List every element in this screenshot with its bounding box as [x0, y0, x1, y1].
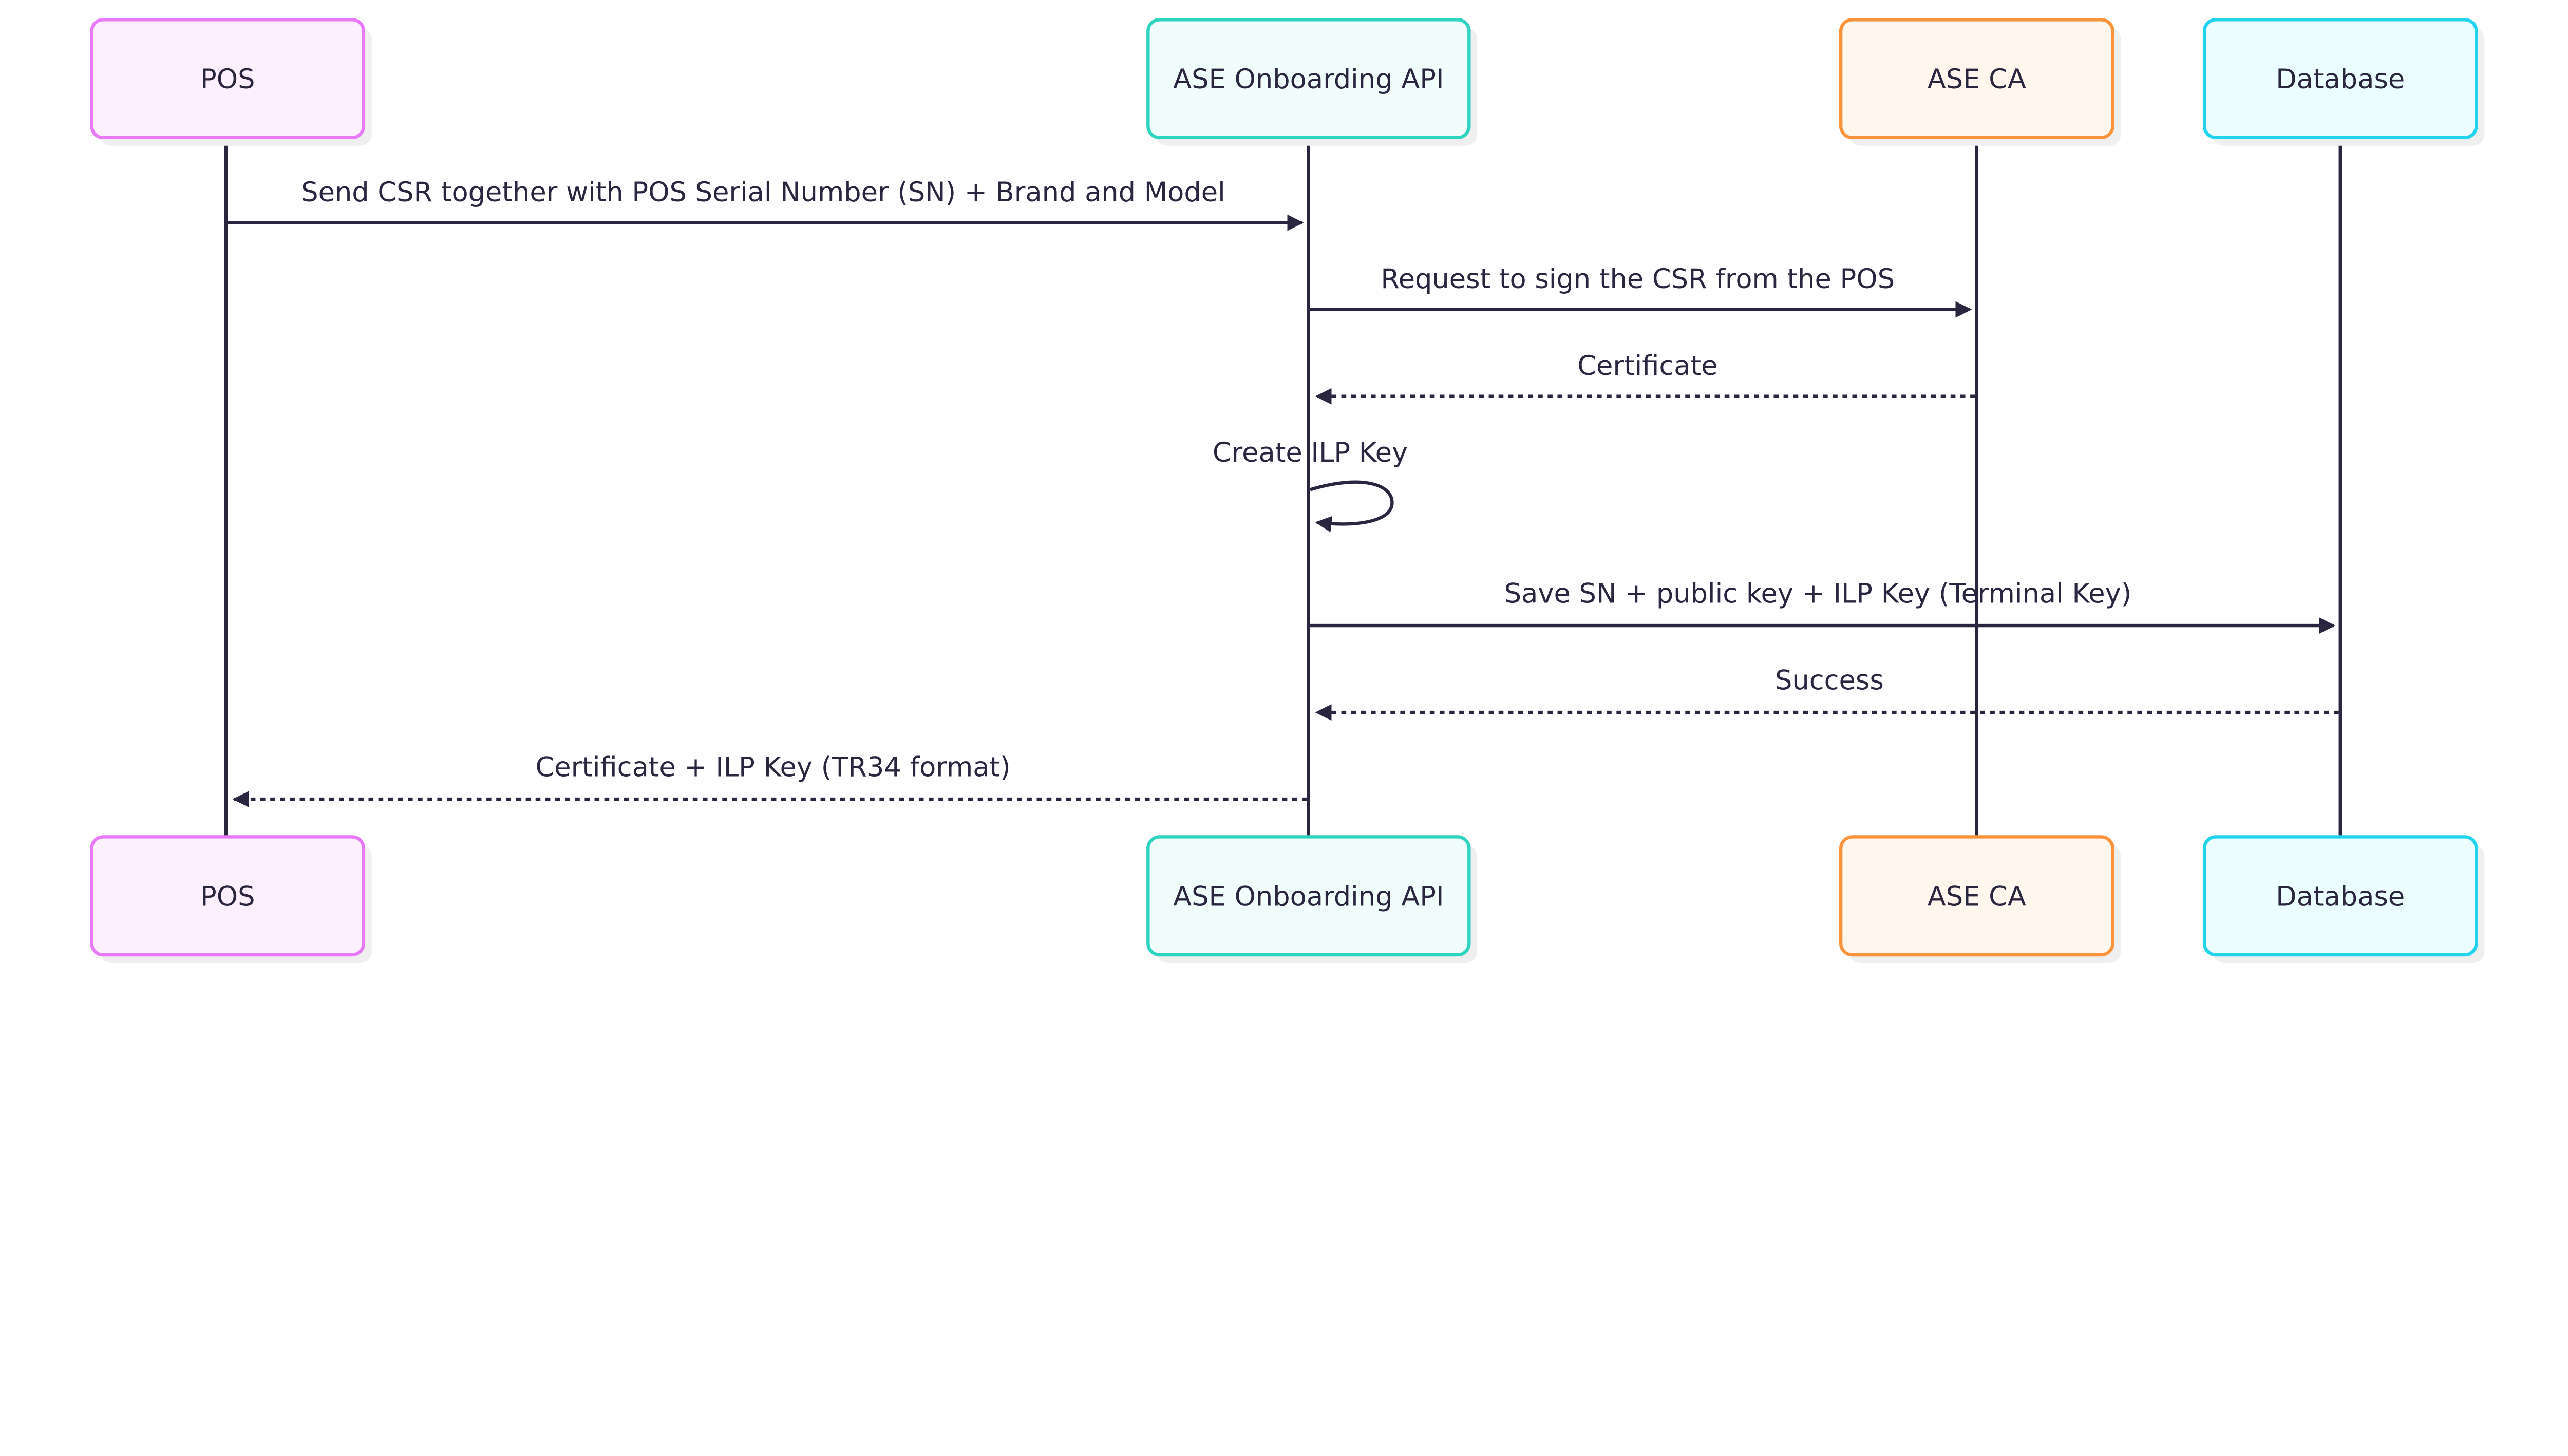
participant-label: ASE Onboarding API: [1173, 64, 1444, 95]
self-loop-arrow: [1310, 480, 1394, 533]
sequence-diagram: POS ASE Onboarding API ASE CA Database P…: [90, 18, 2485, 963]
participant-ca-top: ASE CA: [1839, 18, 2121, 146]
participant-api-bottom: ASE Onboarding API: [1146, 835, 1478, 963]
message-label: Save SN + public key + ILP Key (Terminal…: [1504, 578, 2132, 609]
participant-pos-top: POS: [90, 18, 372, 146]
message-send-csr: Send CSR together with POS Serial Number…: [228, 177, 1304, 231]
message-success: Success: [1315, 665, 2339, 721]
message-save-sn: Save SN + public key + ILP Key (Terminal…: [1310, 578, 2336, 634]
participant-label: Database: [2276, 881, 2405, 912]
message-label: Certificate + ILP Key (TR34 format): [536, 751, 1011, 783]
message-certificate-ilp-key: Certificate + ILP Key (TR34 format): [232, 751, 1307, 808]
participant-api-top: ASE Onboarding API: [1146, 18, 1478, 146]
message-request-sign: Request to sign the CSR from the POS: [1310, 263, 1972, 318]
participant-db-top: Database: [2202, 18, 2485, 146]
participant-label: ASE Onboarding API: [1173, 881, 1444, 912]
message-label: Request to sign the CSR from the POS: [1381, 263, 1895, 295]
participant-pos-bottom: POS: [90, 835, 372, 963]
participant-label: Database: [2276, 64, 2405, 95]
participant-label: POS: [200, 881, 255, 912]
message-label: Success: [1775, 665, 1884, 696]
message-label: Certificate: [1577, 350, 1717, 382]
participant-label: POS: [200, 64, 255, 95]
message-label: Send CSR together with POS Serial Number…: [301, 177, 1225, 208]
message-certificate: Certificate: [1315, 350, 1975, 405]
participant-ca-bottom: ASE CA: [1839, 835, 2121, 963]
participant-db-bottom: Database: [2202, 835, 2485, 963]
message-create-ilp-key: Create ILP Key: [1213, 437, 1408, 533]
message-label: Create ILP Key: [1213, 437, 1408, 468]
participant-label: ASE CA: [1928, 881, 2026, 912]
participant-label: ASE CA: [1928, 64, 2026, 95]
